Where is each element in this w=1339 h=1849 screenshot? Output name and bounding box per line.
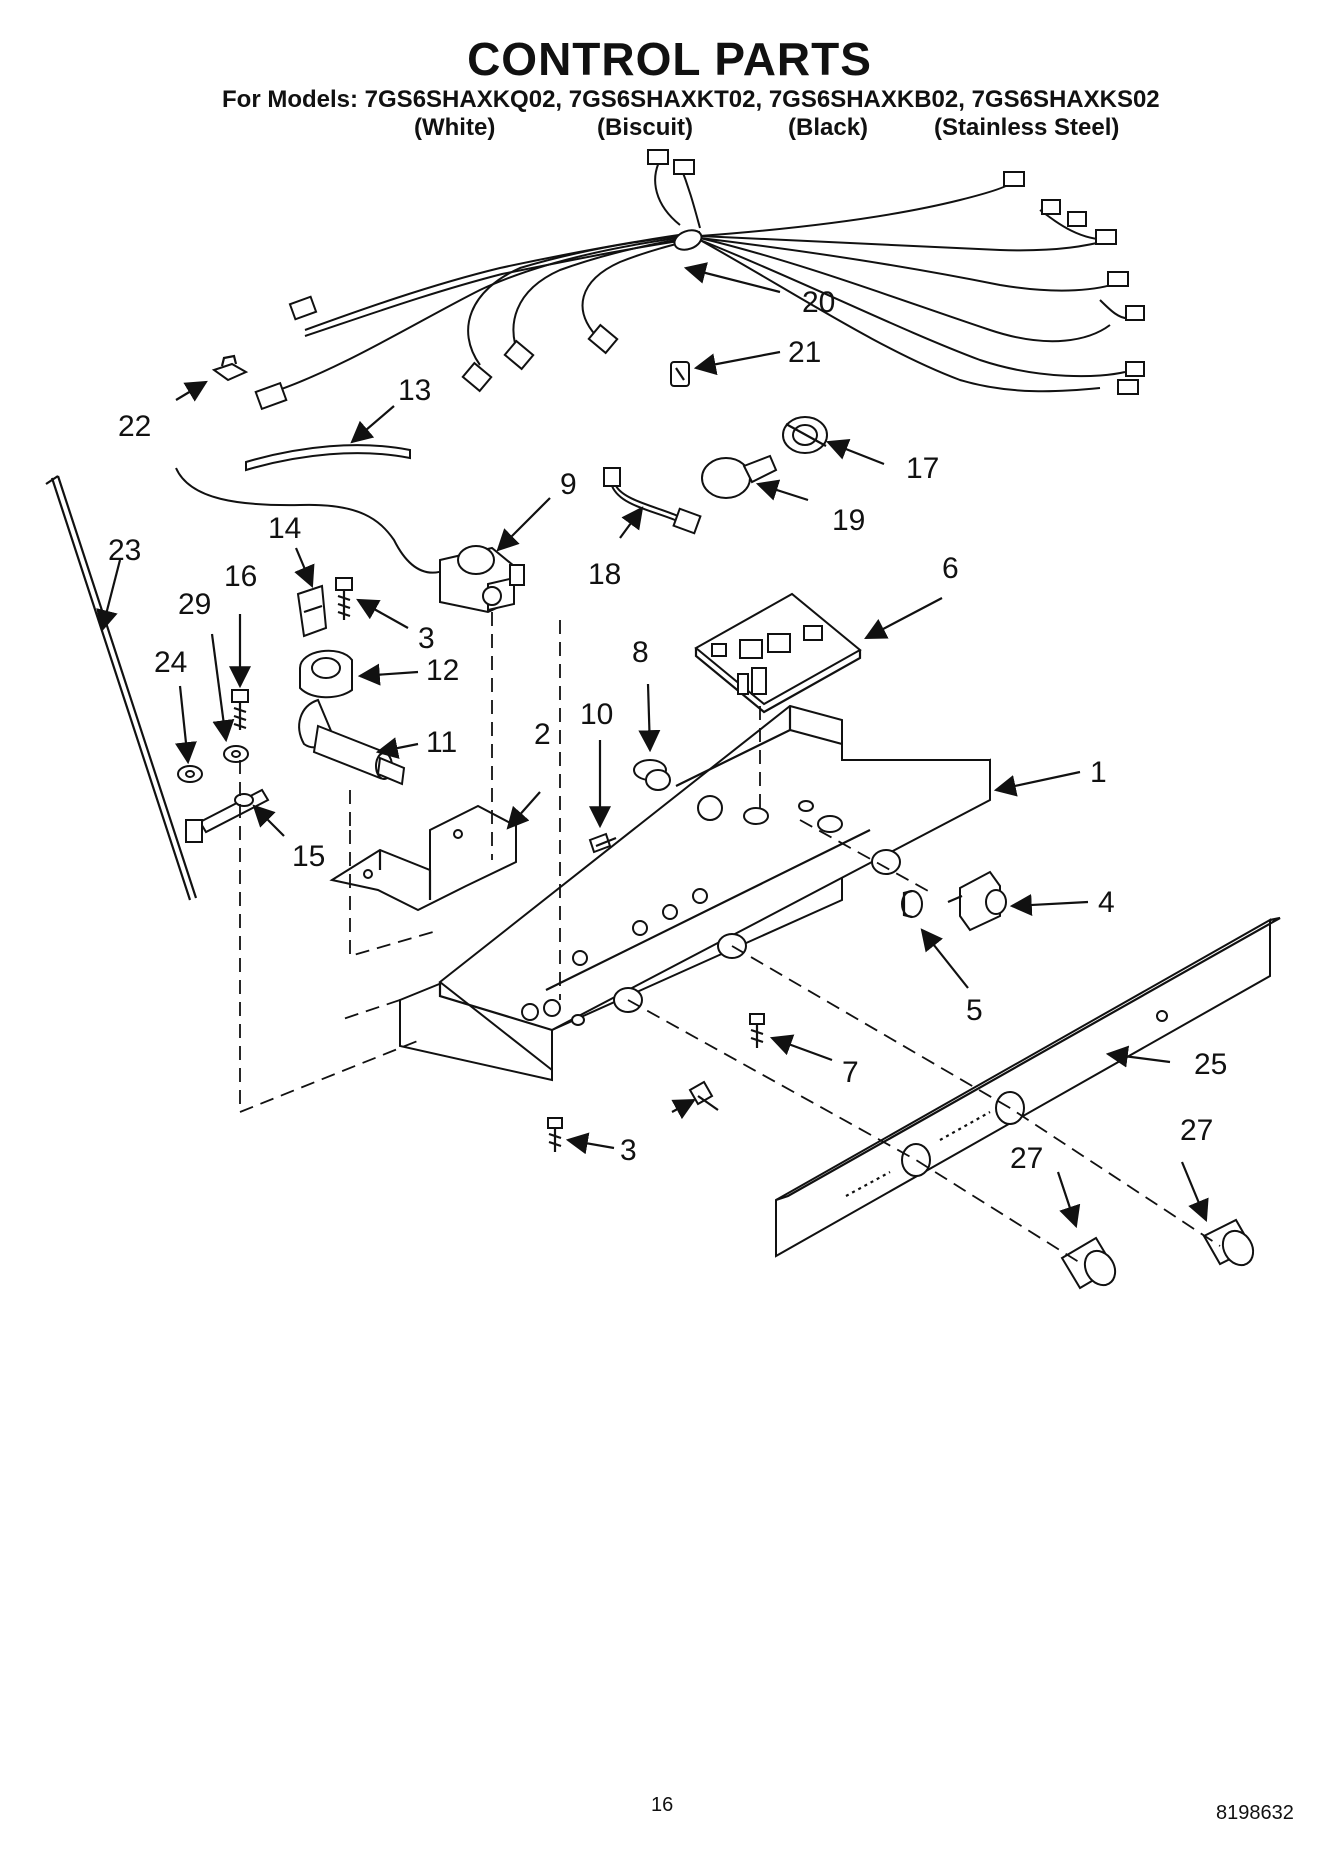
part-22-clip [211,354,249,382]
part-2-mounting-bracket [329,804,517,912]
part-27-knob-right [1202,1218,1255,1267]
part-6-control-board [694,592,862,714]
callout-25: 25 [1194,1048,1227,1081]
callout-20: 20 [802,286,835,319]
callout-17: 17 [906,452,939,485]
part-11-control-shaft [298,698,406,786]
color-stainless-steel: (Stainless Steel) [934,114,1120,141]
part-14-clip [296,584,328,638]
callout-15: 15 [292,840,325,873]
callout-13: 13 [398,374,431,407]
callout-11: 11 [426,726,457,759]
part-12-bracket [299,649,353,699]
part-24-washer [177,765,203,783]
callout-5: 5 [966,994,983,1027]
callout-1: 1 [1090,756,1107,789]
callout-29: 29 [178,588,211,621]
part-13-tube [245,444,411,472]
part-21-clip [670,361,690,387]
part-23-rod [45,475,198,901]
callout-16: 16 [224,560,257,593]
part-3-screw-lower [547,1117,563,1152]
callout-24: 24 [154,646,187,679]
part-4-switch [947,870,1007,932]
alignment-lines [239,612,1221,1265]
callout-21: 21 [788,336,821,369]
part-10-screw [588,832,617,854]
part-8-grommet [633,759,671,791]
part-1-control-housing [399,704,991,1082]
page-title: CONTROL PARTS [467,33,872,85]
callout-9: 9 [560,468,577,501]
callout-22: 22 [118,410,151,443]
part-27-knob-left [1060,1236,1117,1290]
callout-6: 6 [942,552,959,585]
callout-3-lower: 3 [620,1134,637,1167]
callout-18: 18 [588,558,621,591]
part-9-thermostat [175,467,525,614]
callout-3-upper: 3 [418,622,435,655]
callout-2: 2 [534,718,551,751]
wire-harness [254,149,1145,411]
callout-12: 12 [426,654,459,687]
part-3-screw-upper [335,577,353,620]
callout-10: 10 [580,698,613,731]
color-biscuit: (Biscuit) [597,114,693,141]
callout-27-left: 27 [1010,1142,1043,1175]
callout-4: 4 [1098,886,1115,919]
callout-23: 23 [108,534,141,567]
callout-7: 7 [842,1056,859,1089]
document-number: 8198632 [1216,1802,1294,1824]
callout-14: 14 [268,512,301,545]
part-16-screw [231,689,249,730]
part-25-control-panel [775,916,1281,1258]
callout-19: 19 [832,504,865,537]
part-15-lever [185,788,270,843]
part-5-button [901,889,923,919]
models-line: For Models: 7GS6SHAXKQ02, 7GS6SHAXKT02, … [222,86,1160,113]
page-number: 16 [651,1794,674,1816]
color-white: (White) [414,114,496,141]
part-7-screw [749,1013,765,1048]
color-black: (Black) [788,114,869,141]
part-19-light-bulb [701,454,778,499]
callout-27-right: 27 [1180,1114,1213,1147]
part-18-lamp-wiring [603,467,702,535]
part-17-lamp-socket [782,416,828,454]
part-3-screw-side [688,1080,719,1111]
callout-leaders [96,262,1209,1229]
callout-8: 8 [632,636,649,669]
part-29-washer [223,745,249,763]
